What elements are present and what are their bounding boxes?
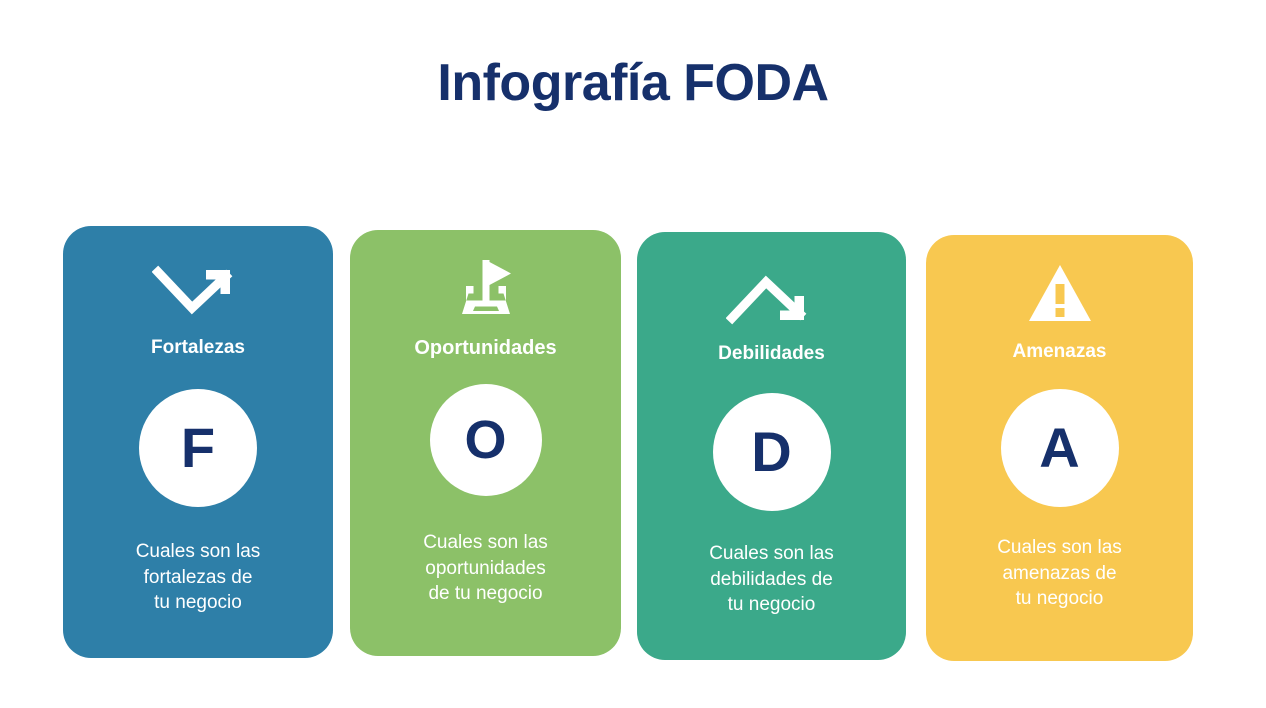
card-debilidades[interactable]: Debilidades D Cuales son las debilidades… — [637, 232, 906, 660]
arrow-trend-up-icon — [151, 264, 244, 325]
card-description-line: fortalezas de — [143, 566, 253, 588]
card-description-line: Cuales son las — [423, 532, 548, 553]
letter-amenazas: A — [1039, 416, 1080, 479]
letter-debilidades: D — [751, 420, 792, 483]
card-fortalezas[interactable]: Fortalezas F Cuales son las fortalezas d… — [63, 226, 333, 658]
card-heading-fortalezas: Fortalezas — [151, 337, 245, 358]
card-amenazas[interactable]: Amenazas A Cuales son las amenazas de tu… — [926, 235, 1193, 661]
card-description-line: Cuales son las — [709, 543, 834, 564]
card-heading-debilidades: Debilidades — [718, 343, 825, 364]
letter-circle-oportunidades: O — [429, 384, 542, 496]
flag-goal-icon — [453, 256, 519, 327]
card-description-line: de tu negocio — [428, 583, 543, 604]
card-description-line: tu negocio — [1015, 588, 1104, 609]
arrow-trend-down-icon — [725, 274, 818, 331]
card-description-amenazas: Cuales son las amenazas de tu negocio — [997, 535, 1122, 612]
card-description-oportunidades: Cuales son las oportunidades de tu negoc… — [423, 530, 548, 607]
card-description-line: tu negocio — [727, 594, 816, 615]
letter-circle-debilidades: D — [712, 393, 831, 511]
card-description-line: debilidades de — [710, 568, 833, 590]
card-oportunidades[interactable]: Oportunidades O Cuales son las oportunid… — [350, 230, 621, 656]
card-description-line: amenazas de — [1002, 562, 1117, 584]
card-description-debilidades: Cuales son las debilidades de tu negocio — [709, 541, 834, 618]
letter-circle-fortalezas: F — [139, 389, 257, 507]
page-title: Infografía FODA — [437, 54, 829, 112]
letter-circle-amenazas: A — [1000, 389, 1119, 507]
card-heading-amenazas: Amenazas — [1012, 341, 1107, 362]
card-description-line: oportunidades — [425, 557, 546, 579]
card-description-fortalezas: Cuales son las fortalezas de tu negocio — [136, 539, 261, 616]
card-description-line: Cuales son las — [135, 541, 261, 562]
letter-oportunidades: O — [464, 410, 507, 470]
letter-fortalezas: F — [180, 416, 216, 479]
card-description-line: tu negocio — [154, 592, 242, 613]
card-description-line: Cuales son las — [997, 537, 1122, 558]
card-heading-oportunidades: Oportunidades — [414, 337, 557, 359]
warning-triangle-icon — [1027, 262, 1093, 329]
